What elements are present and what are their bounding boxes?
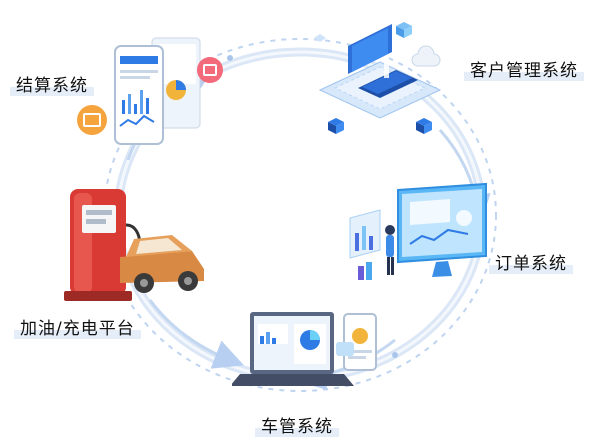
cloud-icon xyxy=(411,45,441,67)
coin-icon xyxy=(77,105,107,135)
arrow-vehicle-to-charging xyxy=(148,299,244,369)
order-illustration xyxy=(349,182,487,280)
charging-illustration xyxy=(64,189,204,301)
person-icon xyxy=(385,225,395,235)
chat-bubble-icon xyxy=(336,342,354,356)
settings-badge-icon xyxy=(197,57,223,83)
settlement-illustration xyxy=(77,37,223,145)
label-settlement: 结算系统 xyxy=(10,75,94,97)
customer-illustration xyxy=(314,22,442,134)
label-vehicle: 车管系统 xyxy=(255,416,339,438)
vehicle-illustration xyxy=(232,312,377,386)
label-charging: 加油/充电平台 xyxy=(14,318,141,340)
label-order: 订单系统 xyxy=(489,253,573,275)
label-customer: 客户管理系统 xyxy=(464,60,584,82)
